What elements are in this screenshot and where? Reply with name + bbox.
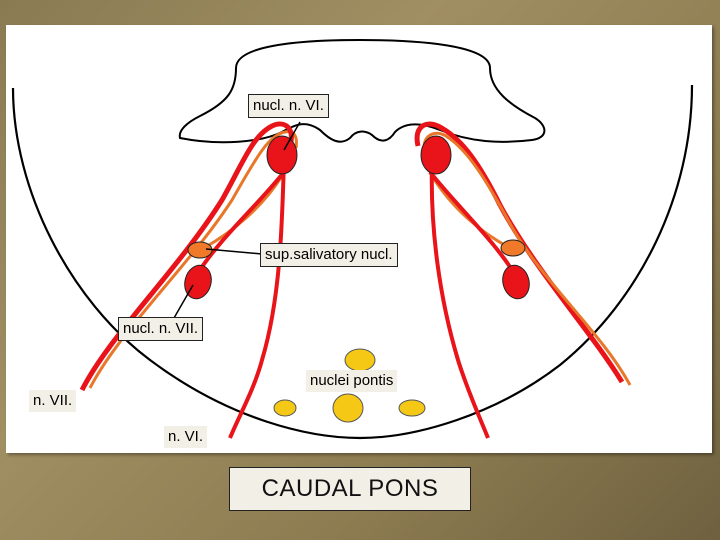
label-n-vi: n. VI.: [164, 426, 208, 448]
right-abducens-nucleus: [420, 135, 452, 175]
right-n-vi-nerve: [429, 161, 490, 439]
label-n-vii: n. VII.: [29, 390, 77, 412]
label-sup-salivatory-nucl: sup.salivatory nucl.: [260, 243, 398, 267]
left-salivatory-orange-fiber: [203, 175, 284, 250]
left-n-vii-knee-fiber: [194, 170, 286, 278]
pointer-nucl-n-vii: [173, 284, 194, 319]
left-salivatory-nucleus: [187, 241, 213, 259]
pontine-nucleus: [332, 393, 364, 423]
right-n-vii-knee-fiber: [428, 170, 518, 278]
pontine-nucleus: [398, 399, 426, 417]
label-nucl-n-vi: nucl. n. VI.: [248, 94, 329, 118]
pontine-nucleus: [344, 348, 376, 372]
right-salivatory-nucleus: [500, 239, 526, 257]
right-salivatory-orange-fiber: [430, 175, 511, 250]
pontine-nucleus: [273, 399, 297, 417]
pointer-nucl-n-vi: [283, 121, 301, 151]
label-nuclei-pontis: nuclei pontis: [306, 370, 398, 392]
caption-caudal-pons: CAUDAL PONS: [229, 467, 471, 511]
left-abducens-nucleus: [266, 135, 298, 175]
right-n-vii-orange-nerve: [422, 131, 632, 386]
left-n-vi-nerve: [228, 159, 286, 439]
right-facial-nucleus: [502, 264, 530, 300]
label-nucl-n-vii: nucl. n. VII.: [118, 317, 204, 341]
fourth-ventricle-outline: [178, 38, 546, 144]
pointer-sup-salivatory: [205, 248, 263, 255]
left-facial-nucleus: [184, 264, 212, 300]
pons-outline: [11, 84, 694, 440]
